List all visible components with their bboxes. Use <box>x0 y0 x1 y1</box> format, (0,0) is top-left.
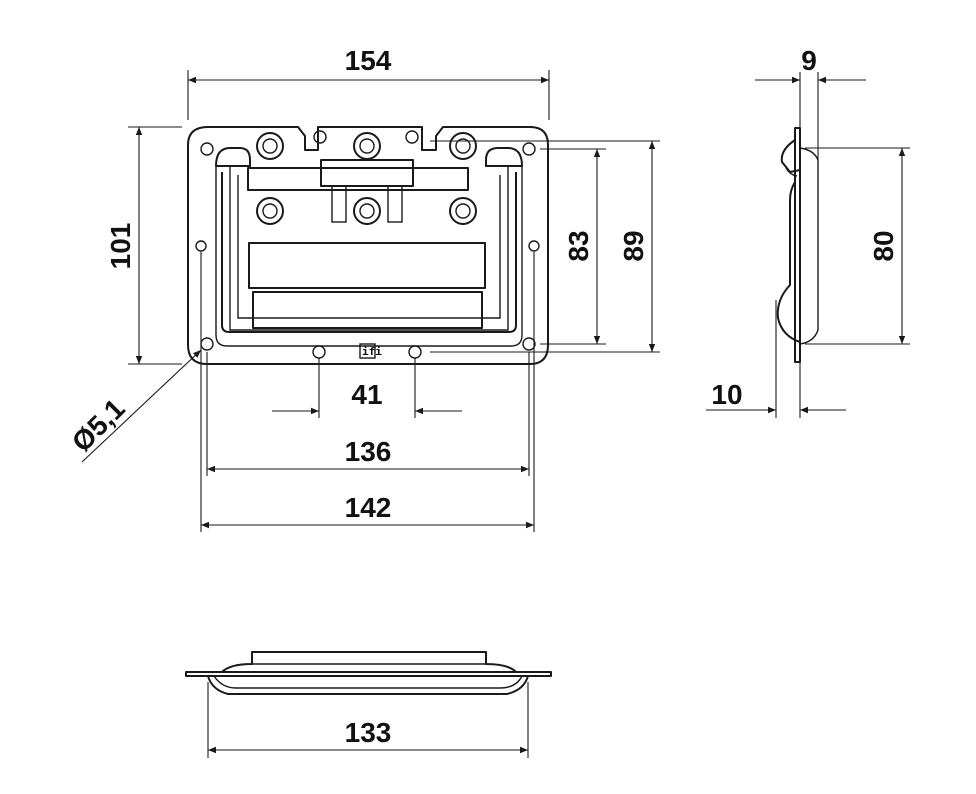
screw-boss-row-middle <box>256 197 477 225</box>
bottom-body <box>207 675 529 695</box>
logo-glyph: ifi <box>362 345 382 358</box>
dim-154: 154 <box>345 45 392 76</box>
right-hinge-slot <box>485 147 523 167</box>
hinge-plate <box>247 167 469 191</box>
dim-142: 142 <box>345 492 392 523</box>
latch-block <box>320 159 414 187</box>
dim-83: 83 <box>563 230 594 261</box>
front-plate-outline <box>187 126 549 365</box>
dim-80: 80 <box>868 230 899 261</box>
dim-9: 9 <box>801 45 817 76</box>
bottom-handle <box>221 651 517 673</box>
side-flange <box>794 127 801 363</box>
dim-101: 101 <box>105 223 136 270</box>
dim-136: 136 <box>345 436 392 467</box>
dim-41: 41 <box>351 379 382 410</box>
side-view <box>776 127 819 363</box>
left-hinge-slot <box>215 147 251 167</box>
dim-133: 133 <box>345 717 392 748</box>
bottom-flange <box>185 671 552 677</box>
handle-bar <box>221 172 517 333</box>
front-view: ifi <box>187 126 549 365</box>
logo-box <box>359 343 376 359</box>
side-body <box>776 139 801 343</box>
grip-plate-upper <box>248 242 486 289</box>
screw-boss-row-top <box>256 130 477 160</box>
side-dimensions: 9 80 10 <box>706 45 910 418</box>
bottom-dimensions: 133 <box>207 682 529 758</box>
dim-89: 89 <box>618 230 649 261</box>
front-recess-outline <box>215 165 523 347</box>
grip-plate-lower <box>252 291 483 329</box>
front-dimensions: 154 101 83 89 41 136 142 Ø5,1 <box>66 45 660 532</box>
bottom-view <box>185 651 552 695</box>
dim-10: 10 <box>711 379 742 410</box>
